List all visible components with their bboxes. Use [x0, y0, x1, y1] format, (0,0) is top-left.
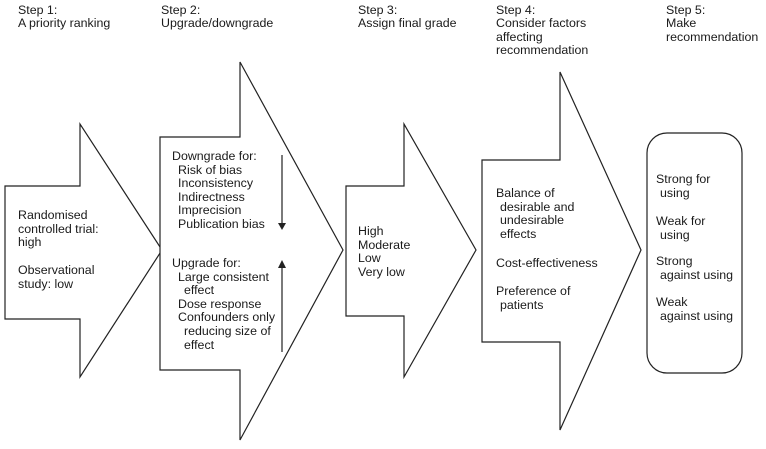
downgrade-item: Indirectness: [178, 189, 245, 204]
factor-line: effects: [500, 226, 537, 241]
step5-title-line1: Make: [666, 16, 697, 31]
step2-title: Upgrade/downgrade: [161, 16, 274, 31]
rec-strong-for: Strong for using: [656, 172, 711, 200]
step1-label: Step 1:: [18, 3, 58, 17]
downgrade-item: Risk of bias: [178, 162, 243, 177]
step4-title-line2: affecting: [496, 29, 543, 44]
factor-line: desirable and: [500, 199, 575, 214]
step2-header: Step 2: Upgrade/downgrade: [161, 3, 274, 31]
downgrade-list: Downgrade for: Risk of bias Inconsistenc…: [172, 149, 265, 232]
rec-line: Weak for: [656, 214, 706, 228]
step4-label: Step 4:: [496, 3, 536, 17]
step5-header: Step 5: Make recommendation: [666, 3, 759, 44]
rec-weak-for: Weak for using: [656, 214, 706, 242]
rec-line: Strong for: [656, 172, 711, 186]
step1-arrow: [4, 121, 163, 380]
factor-cost: Cost-effectiveness: [496, 256, 598, 271]
upgrade-item-cont: effect: [184, 337, 215, 352]
downgrade-item: Imprecision: [178, 203, 242, 218]
rec-line: Strong: [656, 254, 693, 268]
rct-line2: controlled trial:: [18, 221, 99, 236]
step1-title: A priority ranking: [18, 16, 111, 31]
factor-line: undesirable: [500, 213, 565, 228]
upgrade-list: Upgrade for: Large consistent effect Dos…: [172, 256, 276, 352]
step4-arrow: [481, 71, 642, 431]
grade-item: Moderate: [358, 237, 411, 252]
rec-line: against using: [660, 267, 734, 282]
rec-line: against using: [660, 308, 734, 323]
step3-arrow: [345, 121, 477, 380]
upgrade-title: Upgrade for:: [172, 256, 241, 270]
rec-strong-against: Strong against using: [656, 254, 734, 282]
step3-title: Assign final grade: [358, 16, 457, 31]
rec-line: Weak: [656, 295, 688, 309]
grade-list: High Moderate Low Very low: [358, 224, 411, 279]
step1-obs-text: Observational study: low: [18, 263, 95, 291]
step1-rct-text: Randomised controlled trial: high: [18, 208, 99, 250]
upgrade-item: Confounders only: [178, 310, 276, 325]
obs-line1: Observational: [18, 263, 95, 277]
step5-box: [646, 132, 743, 374]
step2-arrow: [159, 61, 344, 441]
downgrade-item: Publication bias: [178, 216, 265, 231]
factor-line: patients: [500, 297, 544, 312]
factor-line: Preference of: [496, 284, 571, 298]
factor-line: Cost-effectiveness: [496, 256, 598, 270]
upgrade-item: Large consistent: [178, 269, 269, 284]
step5-label: Step 5:: [666, 3, 706, 17]
grade-item: Very low: [358, 264, 405, 279]
rec-line: using: [660, 227, 690, 242]
grade-item: High: [358, 224, 384, 238]
factor-balance: Balance of desirable and undesirable eff…: [496, 186, 575, 241]
grade-item: Low: [358, 251, 381, 266]
obs-line2: study: low: [18, 276, 74, 291]
rec-weak-against: Weak against using: [656, 295, 734, 323]
downgrade-arrow-indicator: [278, 155, 286, 230]
step1-header: Step 1: A priority ranking: [18, 3, 111, 31]
step2-label: Step 2:: [161, 3, 201, 17]
factor-preference: Preference of patients: [496, 284, 571, 312]
step5-title-line2: recommendation: [666, 29, 759, 44]
step4-title-line3: recommendation: [496, 43, 589, 58]
step4-title-line1: Consider factors: [496, 16, 587, 31]
downgrade-item: Inconsistency: [178, 176, 254, 191]
step3-header: Step 3: Assign final grade: [358, 3, 457, 31]
rec-line: using: [660, 185, 690, 200]
rct-line3: high: [18, 235, 42, 250]
upgrade-item-cont: reducing size of: [184, 323, 271, 338]
step4-header: Step 4: Consider factors affecting recom…: [496, 3, 589, 58]
downgrade-title: Downgrade for:: [172, 149, 257, 163]
step3-label: Step 3:: [358, 3, 398, 17]
rct-line1: Randomised: [18, 208, 88, 222]
upgrade-item: Dose response: [178, 296, 262, 311]
upgrade-item-cont: effect: [184, 283, 215, 298]
upgrade-arrow-indicator: [278, 260, 286, 352]
factor-line: Balance of: [496, 186, 555, 200]
